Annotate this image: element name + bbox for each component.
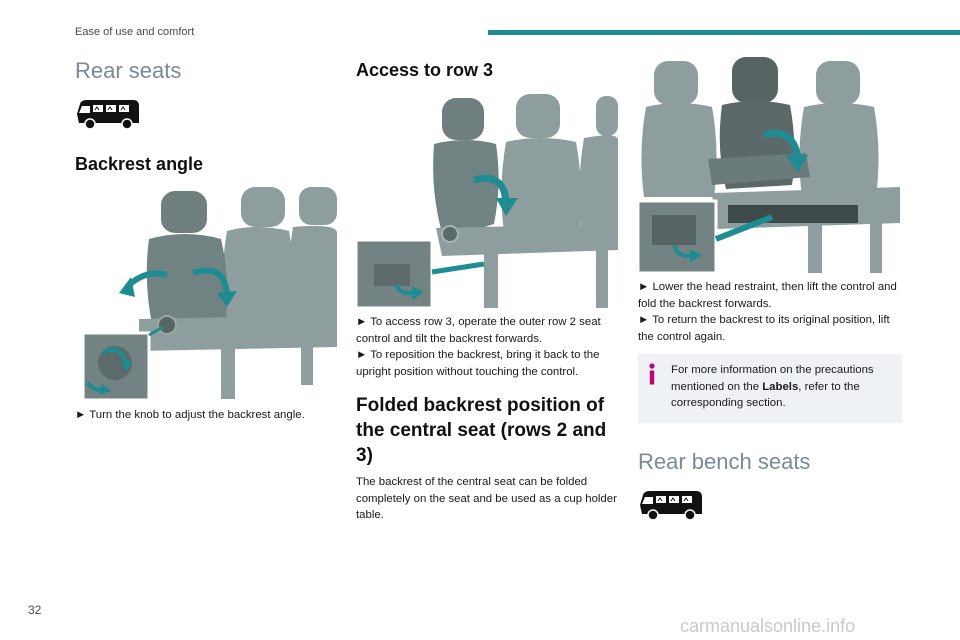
info-labels-bold: Labels <box>762 380 799 393</box>
backrest-angle-instruction: ► Turn the knob to adjust the backrest a… <box>75 409 305 421</box>
access-row-3-heading: Access to row 3 <box>356 60 494 80</box>
van-icon <box>640 490 702 521</box>
folded-backrest-instruction-2: ► To return the backrest to its original… <box>638 314 890 343</box>
folded-backrest-illustration <box>638 57 900 273</box>
column-rear-seats: Rear seats Backrest angle <box>75 55 337 424</box>
page-number: 32 <box>28 603 42 617</box>
info-box: For more information on the precautions … <box>638 354 902 423</box>
backrest-angle-heading: Backrest angle <box>75 154 204 174</box>
watermark: carmanualsonline.info <box>680 616 856 636</box>
column-access-row-3: Access to row 3 ► To access row 3, opera… <box>356 55 620 524</box>
access-row-3-instruction-2: ► To reposition the backrest, bring it b… <box>356 349 600 378</box>
info-text-after: , refer to the corresponding section. <box>671 380 860 410</box>
folded-backrest-paragraph: The backrest of the central seat can be … <box>356 476 617 521</box>
rear-seats-title: Rear seats <box>75 58 182 83</box>
info-text: For more information on the precautions … <box>648 362 892 412</box>
info-icon <box>649 363 655 385</box>
rear-bench-seats-title: Rear bench seats <box>638 448 811 474</box>
backrest-angle-illustration <box>81 187 337 402</box>
header-accent-bar <box>488 30 960 35</box>
access-row-3-instruction-1: ► To access row 3, operate the outer row… <box>356 316 601 345</box>
access-row-3-illustration <box>356 94 618 308</box>
section-label: Ease of use and comfort <box>75 26 195 38</box>
folded-backrest-heading: Folded backrest position of the central … <box>356 395 607 466</box>
van-icon <box>77 100 139 130</box>
folded-backrest-instruction-1: ► Lower the head restraint, then lift th… <box>638 281 897 310</box>
column-folded-backrest: ► Lower the head restraint, then lift th… <box>638 55 902 523</box>
info-text-before: For more information on the precautions … <box>671 364 874 393</box>
